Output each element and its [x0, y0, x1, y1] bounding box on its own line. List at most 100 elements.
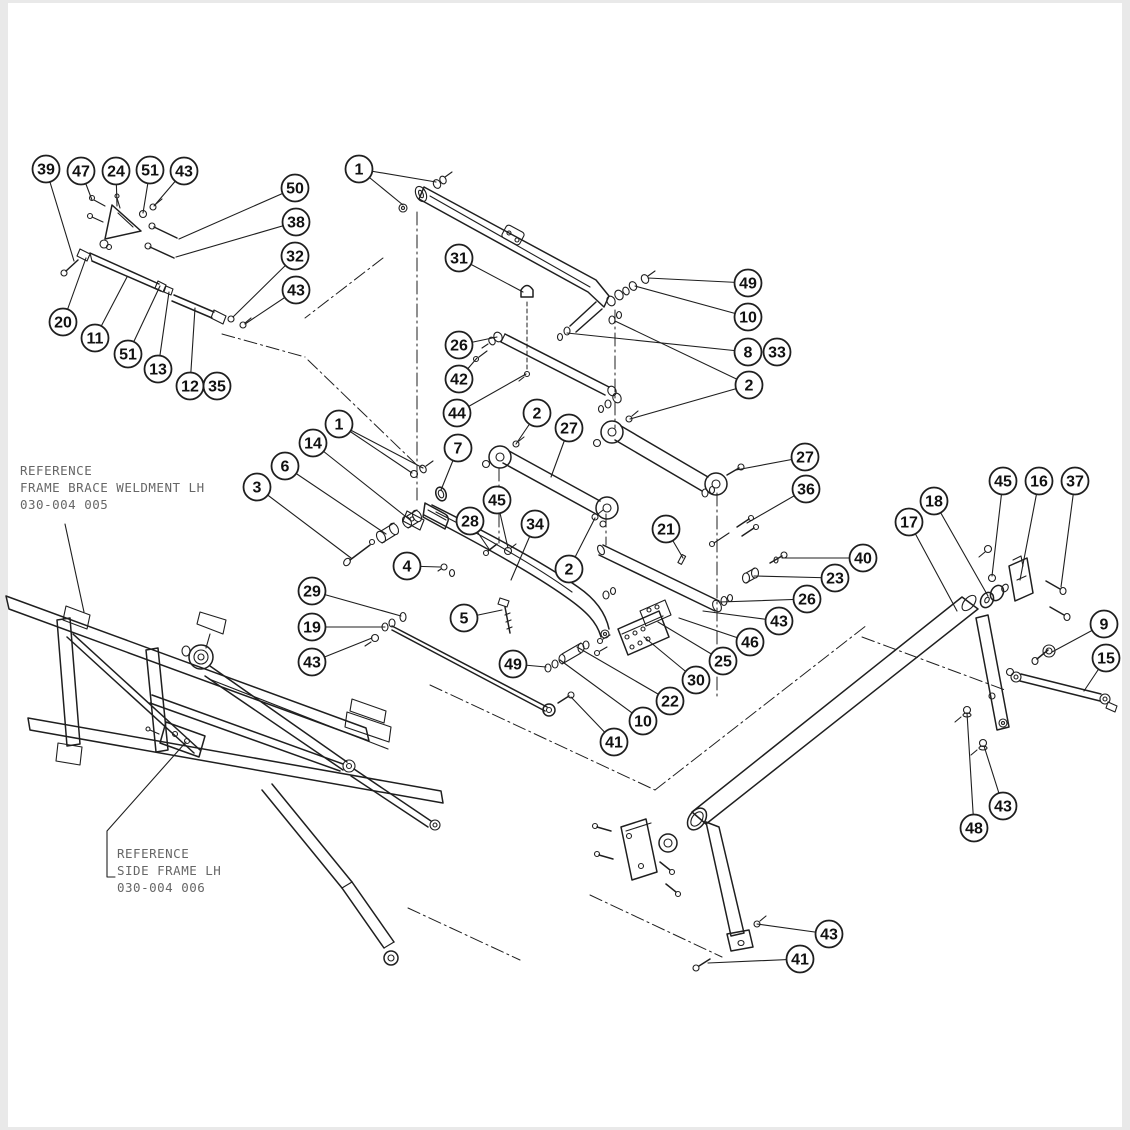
balloon-number: 32: [286, 249, 304, 266]
balloon-number: 29: [303, 584, 321, 601]
balloon-circle: [554, 413, 584, 443]
balloon-number: 11: [87, 331, 104, 348]
balloon-circle: [708, 646, 738, 676]
balloon-circle: [482, 485, 512, 515]
balloon-number: 17: [900, 515, 918, 532]
balloon-circle: [735, 627, 765, 657]
balloon-circle: [919, 486, 949, 516]
balloon-circle: [242, 472, 272, 502]
leader-line-50: [178, 187, 296, 240]
balloon-number: 12: [181, 379, 199, 396]
balloon-circle: [392, 551, 422, 581]
tie-rod-assembly: [60, 193, 252, 329]
balloon-circle: [444, 364, 474, 394]
side-frame-weldment: [5, 595, 444, 966]
balloon-number: 21: [657, 522, 675, 539]
balloon-44: 44: [442, 398, 472, 428]
balloon-35: 35: [202, 371, 232, 401]
balloon-circle: [135, 155, 165, 185]
mount-plate-assembly: [591, 818, 682, 898]
balloon-number: 43: [287, 283, 305, 300]
balloon-number: 31: [450, 251, 468, 268]
balloon-circle: [599, 727, 629, 757]
balloon-number: 19: [303, 620, 321, 637]
leader-line-32: [232, 255, 296, 318]
balloon-38: 38: [281, 207, 311, 237]
leader-line-6: [284, 465, 387, 535]
balloon-circle: [444, 243, 474, 273]
balloon-number: 34: [526, 517, 544, 534]
balloon-circle: [444, 330, 474, 360]
leader-line-37: [1060, 480, 1076, 588]
balloon-circle: [792, 584, 822, 614]
balloon-number: 7: [454, 441, 463, 458]
balloon-number: 23: [826, 571, 844, 588]
balloon-circle: [101, 156, 131, 186]
frame-brace-assembly: [686, 544, 1118, 972]
balloon-number: 10: [634, 714, 652, 731]
balloon-circle: [31, 154, 61, 184]
balloon-number: 28: [461, 514, 479, 531]
balloon-circle: [48, 307, 78, 337]
balloon-43: 43: [169, 156, 199, 186]
leader-line-2: [614, 320, 750, 386]
balloon-45: 45: [482, 485, 512, 515]
balloon-circle: [894, 507, 924, 537]
balloon-32: 32: [280, 241, 310, 271]
balloon-circle: [169, 156, 199, 186]
balloon-circle: [344, 154, 374, 184]
balloon-20: 20: [48, 307, 78, 337]
balloon-circle: [66, 156, 96, 186]
leader-line-29: [311, 590, 402, 617]
balloon-number: 5: [460, 611, 469, 628]
balloon-25: 25: [708, 646, 738, 676]
balloon-17: 17: [894, 507, 924, 537]
balloon-circle: [202, 371, 232, 401]
balloon-18: 18: [919, 486, 949, 516]
balloon-7: 7: [443, 433, 473, 463]
balloon-circle: [297, 576, 327, 606]
balloon-number: 36: [797, 482, 815, 499]
frame-brace-weldment-note-line: 030-004 005: [20, 497, 109, 512]
leader-line-2: [629, 384, 750, 420]
balloon-circle: [1024, 466, 1054, 496]
leader-line-39: [45, 168, 75, 262]
balloon-number: 4: [403, 559, 412, 576]
balloon-circle: [442, 398, 472, 428]
balloon-number: 9: [1100, 617, 1109, 634]
balloon-circle: [988, 791, 1018, 821]
balloon-4: 4: [392, 551, 422, 581]
balloon-circle: [297, 647, 327, 677]
frame-brace-weldment-note-leader: [64, 523, 85, 613]
link-27-rear: [592, 410, 745, 498]
balloon-number: 42: [450, 372, 468, 389]
balloon-number: 43: [770, 614, 788, 631]
balloon-number: 30: [687, 673, 705, 690]
balloon-49: 49: [733, 268, 763, 298]
balloon-circle: [455, 506, 485, 536]
balloon-1: 1: [344, 154, 374, 184]
balloon-circle: [814, 919, 844, 949]
cap-plug: [520, 284, 534, 372]
balloon-9: 9: [1089, 609, 1119, 639]
leader-line-45: [991, 480, 1004, 577]
leader-line-8: [566, 332, 749, 353]
balloon-41: 41: [599, 727, 629, 757]
balloon-21: 21: [651, 514, 681, 544]
balloon-36: 36: [791, 474, 821, 504]
balloon-circle: [848, 543, 878, 573]
second-arm: [472, 331, 622, 414]
balloon-number: 43: [820, 927, 838, 944]
balloon-number: 3: [253, 480, 262, 497]
balloon-number: 38: [287, 215, 305, 232]
balloon-number: 45: [488, 493, 506, 510]
balloon-circle: [762, 337, 792, 367]
balloon-2: 2: [734, 370, 764, 400]
leader-line-48: [966, 712, 975, 829]
balloon-circle: [734, 370, 764, 400]
lower-arm: [597, 514, 788, 613]
balloon-circle: [1089, 609, 1119, 639]
balloon-number: 8: [744, 345, 753, 362]
